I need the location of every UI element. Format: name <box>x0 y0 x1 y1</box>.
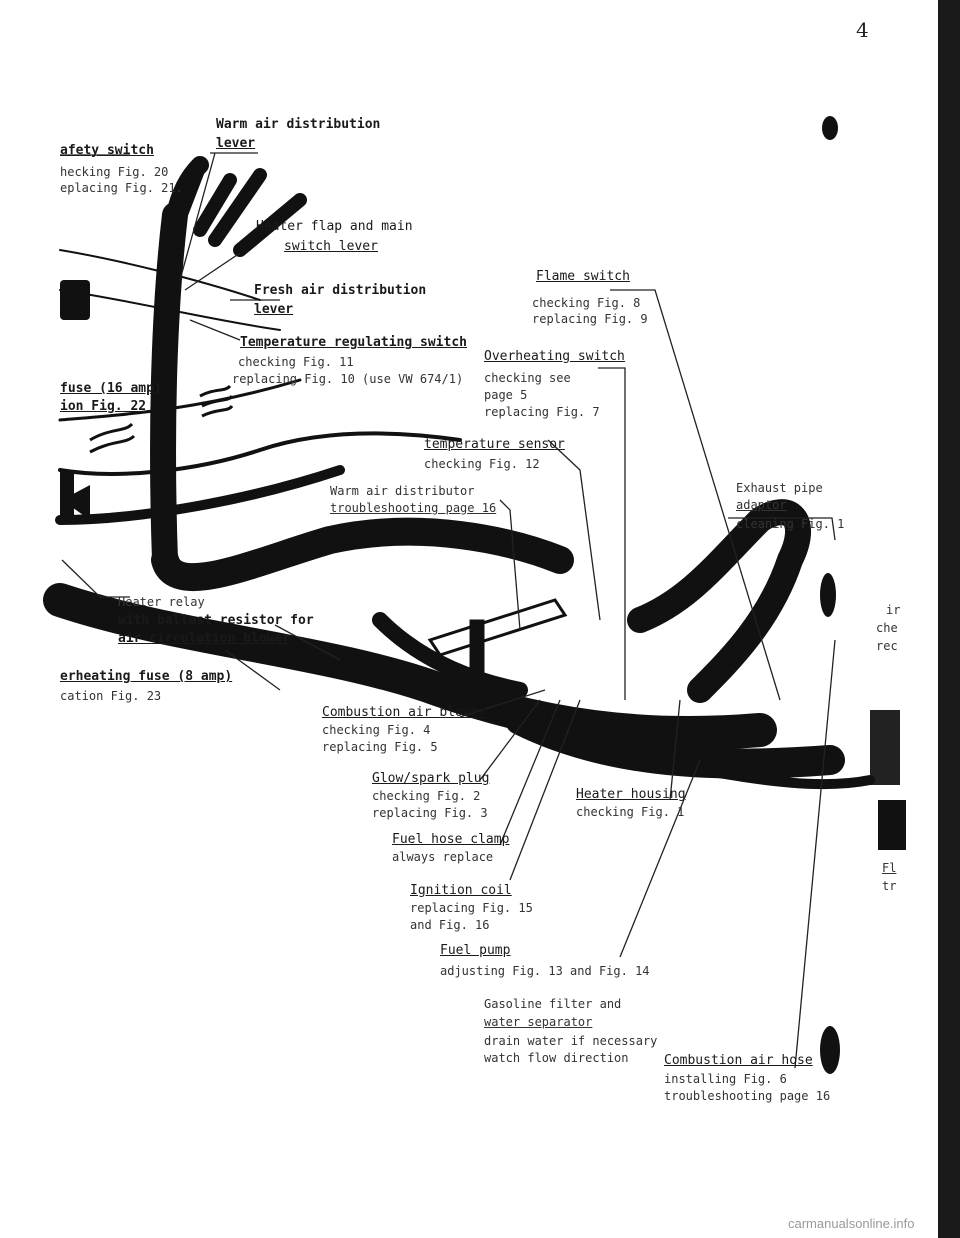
label-heater-flap: Heater flap and main <box>256 219 413 234</box>
temp-switch-checking: checking Fig. 11 <box>238 355 354 369</box>
support-bracket <box>427 598 568 681</box>
edge-fragment-block <box>870 710 900 785</box>
clip-mark-3 <box>822 116 838 140</box>
edge-fragment-tr: tr <box>882 879 897 893</box>
label-heater-housing: Heater housing <box>576 787 686 802</box>
combustion-hose-installing: installing Fig. 6 <box>664 1072 787 1086</box>
leader-lines <box>60 152 836 1069</box>
combustion-hose-troubleshooting: troubleshooting page 16 <box>664 1089 831 1103</box>
label-temp-sensor: temperature sensor <box>424 437 565 452</box>
gasoline-filter-flow: watch flow direction <box>484 1051 629 1065</box>
clip-mark-2 <box>820 1026 840 1074</box>
label-fuel-pump: Fuel pump <box>440 943 511 958</box>
label-warm-air-distributor: Warm air distributor <box>330 484 475 498</box>
safety-switch-replacing: eplacing Fig. 21. <box>60 181 183 195</box>
overheating-switch-page: page 5 <box>484 388 528 402</box>
ignition-coil-replacing: replacing Fig. 15 <box>410 901 533 915</box>
label-heater-flap-2: switch lever <box>284 239 378 254</box>
page-number: 4 <box>856 18 869 42</box>
label-safety-switch: afety switch <box>60 143 154 158</box>
label-overheating-switch: Overheating switch <box>484 349 625 364</box>
glow-plug-replacing: replacing Fig. 3 <box>372 806 488 820</box>
combustion-blower-replacing: replacing Fig. 5 <box>322 740 438 754</box>
label-heater-relay: Heater relay <box>118 595 205 609</box>
label-preheating-fuse: erheating fuse (8 amp) <box>60 669 233 684</box>
safety-switch-checking: hecking Fig. 20 <box>60 165 169 179</box>
temp-sensor-checking: checking Fig. 12 <box>424 457 540 471</box>
temp-switch-replacing: replacing Fig. 10 (use VW 674/1) <box>232 372 464 386</box>
label-fresh-air-lever: Fresh air distribution <box>254 283 427 298</box>
label-glow-plug: Glow/spark plug <box>372 771 490 786</box>
fuse-16-location: ion Fig. 22 <box>60 399 147 414</box>
label-fuse-16: fuse (16 amp) <box>60 381 162 396</box>
warm-air-distributor-troubleshooting: troubleshooting page 16 <box>330 501 497 515</box>
preheating-fuse-location: cation Fig. 23 <box>60 689 162 703</box>
overheating-switch-checking: checking see <box>484 371 571 385</box>
left-components <box>60 280 90 520</box>
exhaust-adaptor-cleaning: cleaning Fig. 1 <box>736 517 845 531</box>
label-ignition-coil: Ignition coil <box>410 883 512 898</box>
edge-fragment-che: che <box>876 621 898 635</box>
edge-fragment-ir: ir <box>886 603 901 617</box>
edge-fragment-fl: Fl <box>882 861 897 875</box>
warm-air-duct <box>55 156 574 592</box>
heater-relay-blower: air circulation blower <box>118 631 291 646</box>
combustion-blower-checking: checking Fig. 4 <box>322 723 431 737</box>
label-water-separator: water separator <box>484 1015 593 1029</box>
edge-fragment-rec: rec <box>876 639 898 653</box>
label-warm-air-lever-2: lever <box>216 136 256 151</box>
label-exhaust-adaptor: adaptor <box>736 498 787 512</box>
clip-mark-1 <box>820 573 836 617</box>
fuel-pump-adjusting: adjusting Fig. 13 and Fig. 14 <box>440 964 650 978</box>
fuel-hose-clamp-note: always replace <box>392 850 494 864</box>
gasoline-filter-drain: drain water if necessary <box>484 1034 658 1048</box>
heater-housing-checking: checking Fig. 1 <box>576 805 685 819</box>
heater-relay-ballast: with ballast resistor for <box>118 613 314 628</box>
label-fuel-hose-clamp: Fuel hose clamp <box>392 832 510 847</box>
label-exhaust-pipe: Exhaust pipe <box>736 481 823 495</box>
label-flame-switch: Flame switch <box>536 269 630 284</box>
label-combustion-blower: Combustion air blower <box>322 705 487 720</box>
glow-plug-checking: checking Fig. 2 <box>372 789 481 803</box>
ignition-coil-and: and Fig. 16 <box>410 918 490 932</box>
label-fresh-air-lever-2: lever <box>254 302 294 317</box>
watermark: carmanualsonline.info <box>788 1216 915 1231</box>
flame-switch-checking: checking Fig. 8 <box>532 296 641 310</box>
flame-switch-replacing: replacing Fig. 9 <box>532 312 648 326</box>
label-gasoline-filter: Gasoline filter and <box>484 997 622 1011</box>
label-warm-air-lever: Warm air distribution <box>216 117 381 132</box>
label-temp-switch: Temperature regulating switch <box>240 335 467 350</box>
page-edge-shadow <box>938 0 960 1238</box>
label-combustion-hose: Combustion air hose <box>664 1053 813 1068</box>
switch-marks <box>89 384 234 454</box>
overheating-switch-replacing: replacing Fig. 7 <box>484 405 600 419</box>
edge-fragment-block-2 <box>878 800 906 850</box>
